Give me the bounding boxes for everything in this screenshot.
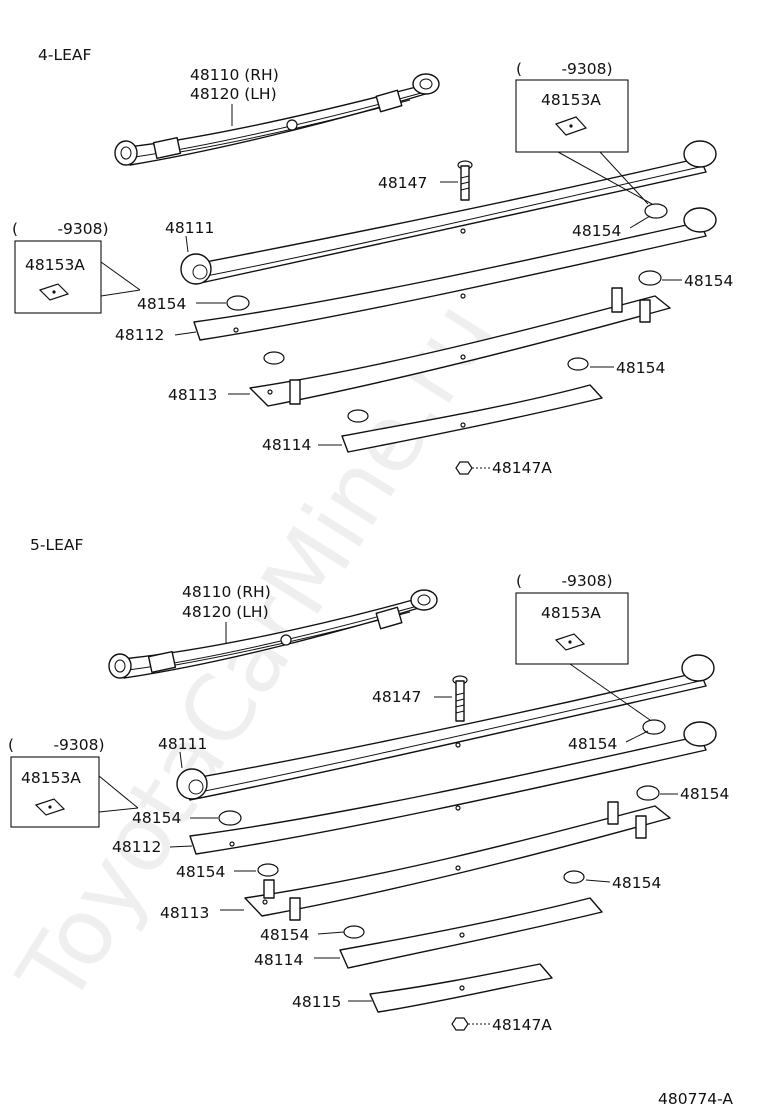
label-pad-d: 48154 [616, 359, 665, 377]
insert-plate-left [34, 798, 66, 816]
insert-left: 48153A [21, 769, 81, 787]
label-bolt: 48147 [372, 688, 421, 706]
label-leaf-5: 48115 [292, 993, 341, 1011]
section-5-leaf: 5-LEAF 48110 (RH) 48120 (LH) 48147 [8, 536, 729, 1034]
label-leaf-4: 48114 [262, 436, 311, 454]
range-right: ( -9308) [516, 572, 613, 590]
insert-right: 48153A [541, 91, 601, 109]
insert-right: 48153A [541, 604, 601, 622]
insert-plate-left [38, 283, 70, 301]
section-4-leaf: 4-LEAF 48110 (RH) 48120 (LH) 48147 [12, 46, 733, 477]
leaf-1 [176, 654, 715, 801]
label-leaf-2: 48112 [115, 326, 164, 344]
label-leaf-3: 48113 [160, 904, 209, 922]
label-leaf-1: 48111 [158, 735, 207, 753]
label-pad-c: 48154 [684, 272, 733, 290]
pads [218, 719, 666, 939]
label-bolt: 48147 [378, 174, 427, 192]
center-bolt [457, 160, 473, 201]
label-pad-c: 48154 [680, 785, 729, 803]
leaf-4 [341, 384, 603, 453]
section-title: 4-LEAF [38, 46, 91, 64]
section-title: 5-LEAF [30, 536, 83, 554]
label-pad-d: 48154 [176, 863, 225, 881]
label-pad-a: 48154 [572, 222, 621, 240]
nut [451, 1017, 469, 1031]
label-leaf-3: 48113 [168, 386, 217, 404]
leaf-3 [244, 801, 671, 921]
label-pad-b: 48154 [137, 295, 186, 313]
label-main-lh: 48120 (LH) [190, 85, 277, 103]
spring-assembly [114, 73, 440, 166]
range-left: ( -9308) [8, 736, 105, 754]
label-leaf-4: 48114 [254, 951, 303, 969]
leaf-2 [193, 207, 717, 341]
nut [455, 461, 473, 475]
insert-plate-right [554, 633, 586, 651]
leaf-4 [339, 897, 603, 969]
label-pad-b: 48154 [132, 809, 181, 827]
label-nut: 48147A [492, 459, 552, 477]
insert-plate-right [554, 116, 588, 136]
label-pad-a: 48154 [568, 735, 617, 753]
center-bolt [452, 675, 468, 722]
leaf-2 [189, 721, 717, 855]
leaf-5 [369, 963, 553, 1013]
spring-assembly [108, 589, 438, 679]
range-right: ( -9308) [516, 60, 613, 78]
label-main-rh: 48110 (RH) [190, 66, 279, 84]
callout-box-left [10, 756, 100, 828]
range-left: ( -9308) [12, 220, 109, 238]
label-nut: 48147A [492, 1016, 552, 1034]
label-pad-f: 48154 [260, 926, 309, 944]
callout-box-right [515, 79, 629, 153]
label-leaf-2: 48112 [112, 838, 161, 856]
label-pad-e: 48154 [612, 874, 661, 892]
callout-box-right [515, 592, 629, 665]
leaf-1 [180, 140, 717, 285]
label-main-lh: 48120 (LH) [182, 603, 269, 621]
label-leaf-1: 48111 [165, 219, 214, 237]
label-main-rh: 48110 (RH) [182, 583, 271, 601]
callout-box-left [14, 240, 102, 314]
pads [226, 203, 668, 423]
figure-id: 480774-A [658, 1090, 733, 1108]
insert-left: 48153A [25, 256, 85, 274]
leaf-3 [249, 287, 671, 407]
